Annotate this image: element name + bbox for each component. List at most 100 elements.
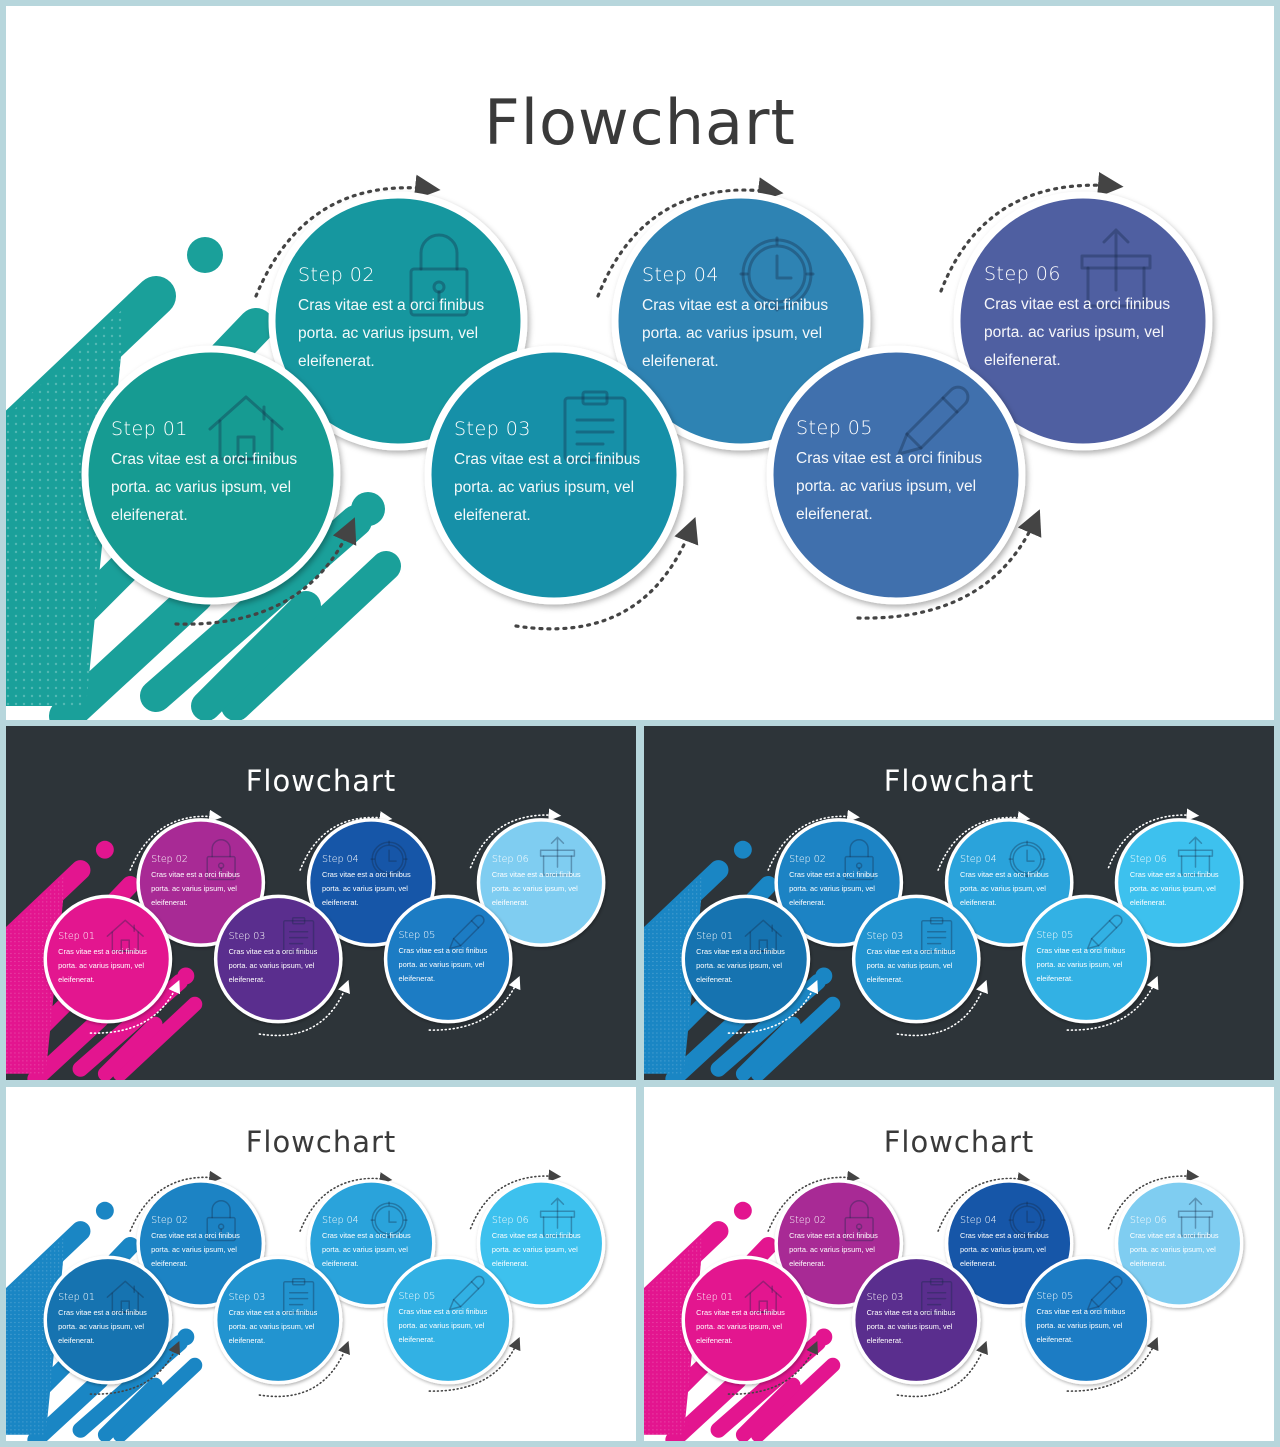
step-description: Cras vitae est a orci finibus porta. ac … <box>298 297 485 370</box>
lock-icon <box>206 1200 236 1242</box>
step-circle-5 <box>1021 1255 1151 1385</box>
step-circle-2 <box>774 1179 904 1308</box>
pencil-icon <box>448 914 485 950</box>
slide-title: Flowchart <box>245 1125 397 1159</box>
step-2: Step 02 Cras vitae est a orci finibus por… <box>789 854 889 910</box>
dotted-arrow-arc <box>727 979 819 1034</box>
step-description: Cras vitae est a orci finibus porta. ac … <box>984 296 1171 369</box>
upload-box-icon <box>539 1197 576 1237</box>
step-label: Step 06 <box>491 1214 529 1226</box>
dotted-arrow-arc <box>258 979 350 1037</box>
step-circle-3 <box>851 894 981 1024</box>
dotted-arrow-arc <box>727 1340 819 1395</box>
clock-icon <box>370 840 408 878</box>
step-label: Step 03 <box>228 1291 266 1303</box>
dotted-arrow-arc <box>299 1172 393 1232</box>
dotted-arrow-arc <box>89 1340 181 1395</box>
clipboard-icon <box>920 917 953 953</box>
step-description: Cras vitae est a orci finibus porta. ac … <box>696 946 785 984</box>
step-1: Step 01 Cras vitae est a orci finibus por… <box>58 931 158 987</box>
lock-icon <box>844 1200 874 1242</box>
step-description: Cras vitae est a orci finibus porta. ac … <box>151 870 240 908</box>
dotted-arrow-arc <box>937 811 1031 871</box>
step-label: Step 05 <box>1036 1291 1074 1303</box>
flowchart-graphic <box>644 1169 1244 1441</box>
step-description: Cras vitae est a orci finibus porta. ac … <box>491 1230 581 1268</box>
step-circle-3 <box>851 1255 981 1385</box>
dotted-arrow-arc <box>1107 1169 1200 1230</box>
clock-icon <box>370 1201 408 1239</box>
step-description: Cras vitae est a orci finibus porta. ac … <box>1036 946 1126 984</box>
clipboard-icon <box>920 1278 953 1314</box>
decorative-blob-shapes <box>6 1201 203 1441</box>
lock-icon <box>206 839 236 881</box>
step-circle-2 <box>136 818 266 947</box>
step-description: Cras vitae est a orci finibus porta. ac … <box>111 451 298 524</box>
step-description: Cras vitae est a orci finibus porta. ac … <box>789 870 878 908</box>
step-description: Cras vitae est a orci finibus porta. ac … <box>151 1231 240 1269</box>
step-label: Step 04 <box>321 854 359 866</box>
step-circle-1 <box>681 1255 811 1385</box>
dotted-arrow-arc <box>767 1170 860 1232</box>
dotted-arrow-arc <box>896 979 988 1037</box>
home-icon <box>106 1280 144 1313</box>
step-circle-6 <box>953 191 1213 451</box>
dotted-arrow-arc <box>767 809 860 871</box>
step-label: Step 01 <box>696 1291 733 1303</box>
step-label: Step 03 <box>866 930 904 942</box>
step-label: Step 01 <box>58 930 95 942</box>
step-description: Cras vitae est a orci finibus porta. ac … <box>398 1307 488 1345</box>
dotted-arrow-arc <box>1066 976 1159 1031</box>
pencil-icon <box>1086 914 1123 950</box>
step-label: Step 05 <box>796 417 873 439</box>
step-description: Cras vitae est a orci finibus porta. ac … <box>58 946 147 984</box>
upload-box-icon <box>1080 228 1152 308</box>
step-description: Cras vitae est a orci finibus porta. ac … <box>228 946 318 984</box>
dotted-arrow-arc <box>89 979 181 1034</box>
step-label: Step 04 <box>321 1215 359 1227</box>
dotted-arrow-arc <box>428 976 521 1031</box>
lock-icon <box>409 233 469 317</box>
step-description: Cras vitae est a orci finibus porta. ac … <box>866 1307 956 1345</box>
dotted-arrow-arc <box>299 811 393 871</box>
step-circle-6 <box>476 818 606 947</box>
flowchart-graphic <box>6 171 1213 720</box>
slide-title: Flowchart <box>883 764 1035 798</box>
dotted-arrow-arc <box>469 1169 562 1230</box>
decorative-blob-shapes <box>6 840 203 1080</box>
step-circle-6 <box>476 1179 606 1308</box>
step-label: Step 02 <box>789 854 826 866</box>
step-circle-2 <box>774 818 904 947</box>
step-circle-3 <box>424 345 684 605</box>
pencil-icon <box>448 1275 485 1311</box>
step-description: Cras vitae est a orci finibus porta. ac … <box>398 946 488 984</box>
dotted-arrow-arc <box>129 809 222 871</box>
slide-title: Flowchart <box>245 764 397 798</box>
step-label: Step 05 <box>398 1291 436 1303</box>
step-circle-5 <box>766 345 1026 605</box>
step-circle-1 <box>43 894 173 1024</box>
dotted-arrow-arc <box>856 509 1042 620</box>
slide-title: Flowchart <box>484 86 796 159</box>
step-description: Cras vitae est a orci finibus porta. ac … <box>228 1307 318 1345</box>
dotted-arrow-arc <box>1066 1337 1159 1392</box>
lock-icon <box>844 839 874 881</box>
step-circle-6 <box>1114 1179 1244 1308</box>
step-description: Cras vitae est a orci finibus porta. ac … <box>1036 1307 1126 1345</box>
pencil-icon <box>897 385 970 456</box>
step-description: Cras vitae est a orci finibus porta. ac … <box>321 870 411 908</box>
